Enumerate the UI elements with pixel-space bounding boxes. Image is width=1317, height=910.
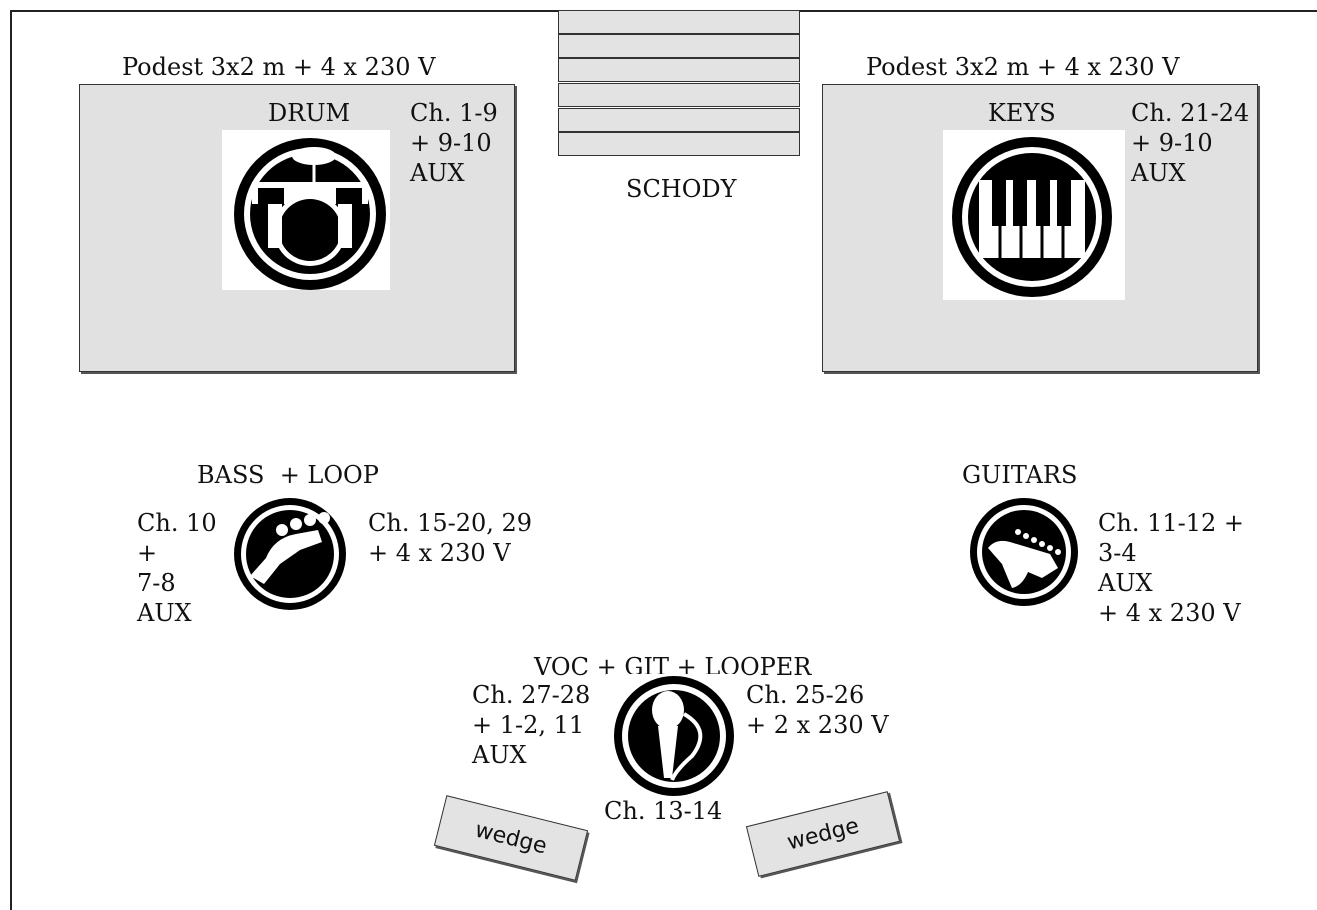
drum-channels: Ch. 1-9 + 9-10 AUX [410,99,498,187]
podest-left-label: Podest 3x2 m + 4 x 230 V [122,53,436,81]
guitar-headstock-icon [966,494,1086,612]
stair-step [558,132,800,156]
stair-step [558,34,800,58]
stair-step [558,83,800,107]
wedge-right-label: wedge [784,813,862,855]
podest-right-label: Podest 3x2 m + 4 x 230 V [866,53,1180,81]
keys-title: KEYS [988,99,1056,127]
stair-step [558,58,800,82]
bass-right-channels: Ch. 15-20, 29 + 4 x 230 V [368,509,533,567]
bass-left-channels: Ch. 10 + 7-8 AUX [137,509,217,627]
microphone-icon [606,674,746,800]
bass-headstock-icon [230,494,354,612]
stair-step [558,108,800,132]
vocal-left-channels: Ch. 27-28 + 1-2, 11 AUX [472,681,591,769]
drum-kit-icon [222,130,390,290]
drum-title: DRUM [268,99,351,127]
stair-step [558,10,800,34]
stairs-label: SCHODY [626,175,737,203]
guitars-channels: Ch. 11-12 + 3-4 AUX + 4 x 230 V [1098,509,1245,627]
bass-title: BASS + LOOP [197,461,379,489]
vocal-right-channels: Ch. 25-26 + 2 x 230 V [746,681,889,739]
keys-channels: Ch. 21-24 + 9-10 AUX [1131,99,1250,187]
wedge-left-label: wedge [472,817,550,859]
guitars-title: GUITARS [962,461,1078,489]
piano-keys-icon [943,130,1125,300]
stairs [558,10,800,156]
vocal-title: VOC + GIT + LOOPER [534,653,812,681]
vocal-bottom-channels: Ch. 13-14 [604,797,723,825]
